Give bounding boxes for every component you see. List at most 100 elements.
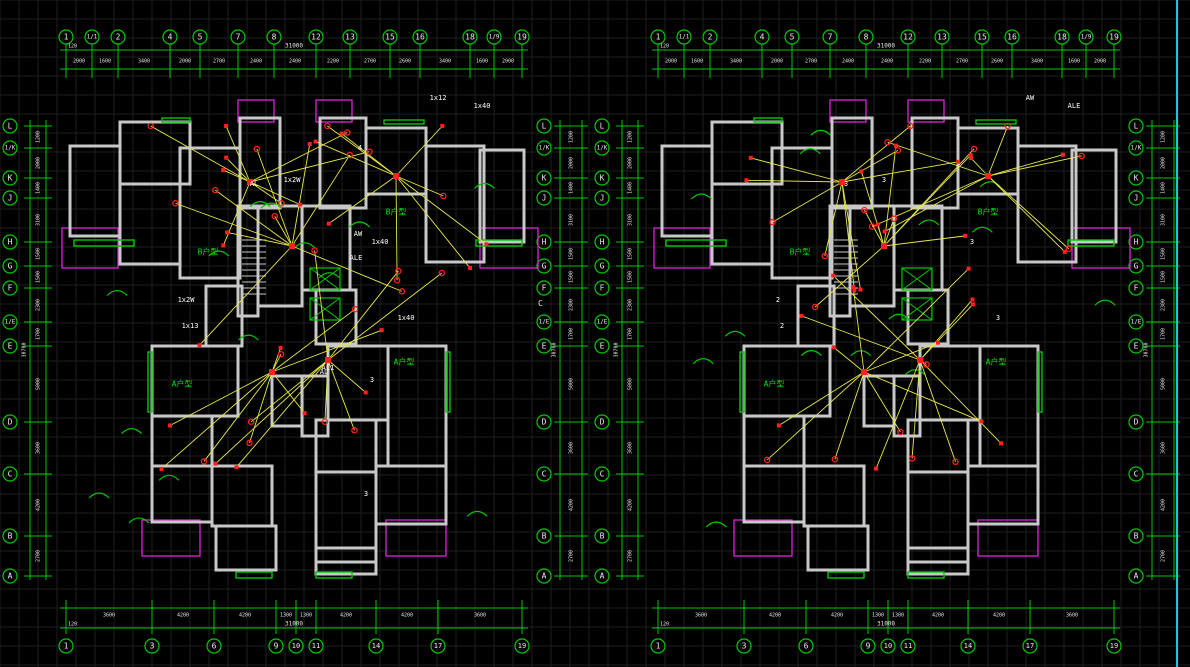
wire-run: [324, 359, 329, 422]
top-dim-value: 2000: [73, 59, 85, 65]
axis-bubble-side: [536, 414, 552, 430]
balcony-outline: [977, 519, 1039, 557]
light-fixture-symbol: [923, 361, 930, 368]
axis-label-side: 1/K: [1131, 145, 1142, 152]
light-fixture-symbol: [1065, 245, 1072, 253]
axis-label-side: 1/E: [5, 319, 16, 326]
side-dim-value: 1400: [1161, 182, 1167, 194]
axis-bubble-side: [1128, 258, 1144, 274]
top-dim-value: 2700: [213, 59, 225, 65]
side-dim-value: 2000: [1161, 157, 1167, 169]
floor-plan-left[interactable]: 120001/116002340042000527007240082400122…: [2, 29, 588, 654]
top-dim-value: 1600: [99, 59, 111, 65]
floor-plan-right[interactable]: 120001/116002340042000527007240082400122…: [594, 29, 1180, 654]
window-outline: [1067, 239, 1115, 247]
wire-run: [987, 125, 1009, 177]
axis-bubble-bottom: [514, 638, 530, 654]
wire-run: [250, 359, 329, 423]
wire-run: [884, 175, 989, 232]
light-fixture-symbol: [366, 148, 373, 155]
top-dim-value: 2700: [805, 59, 817, 65]
wiring-annotation: ALE: [350, 254, 363, 262]
door-swing-arc: [1094, 299, 1116, 306]
axis-bubble-side: [594, 314, 610, 330]
axis-label-top: 13: [937, 33, 947, 42]
wire-run: [801, 315, 921, 361]
top-dim-value: 2700: [364, 59, 376, 65]
axis-label-side: F: [542, 284, 547, 293]
axis-label-side: K: [600, 174, 605, 183]
mid-axis-label: C: [538, 299, 543, 308]
side-dim-value: 1200: [1161, 131, 1167, 143]
axis-label-top: 7: [236, 33, 241, 42]
wall-block: [966, 464, 1040, 526]
axis-label-top: 2: [708, 33, 713, 42]
side-dim-value: 4200: [1161, 499, 1167, 511]
wire-run: [175, 202, 293, 247]
top-dim-value: 3400: [1031, 59, 1043, 65]
side-dim-value: 1500: [36, 248, 42, 260]
axis-bubble-top: [934, 29, 950, 45]
socket-symbol: [159, 466, 164, 471]
socket-symbol: [221, 168, 226, 173]
door-swing-arc: [690, 193, 712, 200]
elevator-shaft: [309, 267, 341, 291]
axis-label-side: 1/K: [5, 145, 16, 152]
axis-bubble-side: [594, 140, 610, 156]
wire-run: [883, 235, 966, 247]
axis-label-top: 1: [64, 33, 69, 42]
side-dim-value: 3100: [628, 214, 634, 226]
socket-symbol: [363, 390, 368, 395]
axis-bubble-top: [1106, 29, 1122, 45]
wiring-annotation: 1x40: [474, 102, 491, 110]
wire-run: [150, 125, 251, 183]
bottom-dim-value: 1300: [892, 613, 904, 619]
door-swing-arc: [249, 201, 271, 208]
axis-bubble-side: [2, 338, 18, 354]
balcony-outline: [237, 99, 275, 123]
axis-bubble-bottom: [268, 638, 284, 654]
wire-run: [883, 148, 975, 247]
side-dim-value: 2000: [569, 157, 575, 169]
socket-symbol: [168, 423, 173, 428]
axis-bubble-side: [1128, 190, 1144, 206]
side-dim-value: 1700: [628, 328, 634, 340]
bottom-dim-value: 4200: [401, 613, 413, 619]
wire-run: [772, 181, 843, 223]
axis-bubble-side: [594, 190, 610, 206]
wire-run: [841, 125, 911, 183]
side-dim-value: 2300: [569, 299, 575, 311]
socket-symbol: [302, 411, 307, 416]
axis-label-side: H: [542, 238, 547, 247]
balcony-outline: [829, 99, 867, 123]
axis-label-top: 5: [198, 33, 203, 42]
axis-label-bottom: 9: [274, 642, 279, 651]
socket-symbol: [968, 153, 973, 158]
axis-bubble-side: [1128, 338, 1144, 354]
wire-run: [887, 141, 989, 177]
axis-label-top: 16: [1007, 33, 1017, 42]
axis-label-side: G: [1134, 262, 1139, 271]
wire-run: [841, 181, 855, 291]
light-fixture-symbol: [147, 122, 154, 130]
light-fixture-symbol: [277, 350, 285, 358]
bottom-dim-value: 4200: [769, 613, 781, 619]
axis-label-side: A: [8, 572, 13, 581]
window-outline: [383, 119, 425, 125]
room-type-label: A户型: [764, 379, 785, 389]
axis-label-side: F: [1134, 284, 1139, 293]
light-fixture-symbol: [271, 212, 278, 220]
socket-symbol: [224, 124, 229, 128]
axis-bubble-side: [594, 528, 610, 544]
wiring-annotation: AW: [1026, 94, 1035, 102]
wiring-annotation: 1x2W: [284, 176, 302, 184]
socket-symbol: [234, 465, 239, 470]
wiring-annotation: 1x13: [182, 322, 199, 330]
wiring-annotation: AL1: [322, 364, 335, 372]
light-fixture-symbol: [351, 427, 358, 434]
socket-symbol: [298, 202, 303, 207]
elevator-shaft: [309, 297, 341, 321]
viewport-edge-line: [1176, 0, 1178, 667]
side-dim-value: 1200: [569, 131, 575, 143]
